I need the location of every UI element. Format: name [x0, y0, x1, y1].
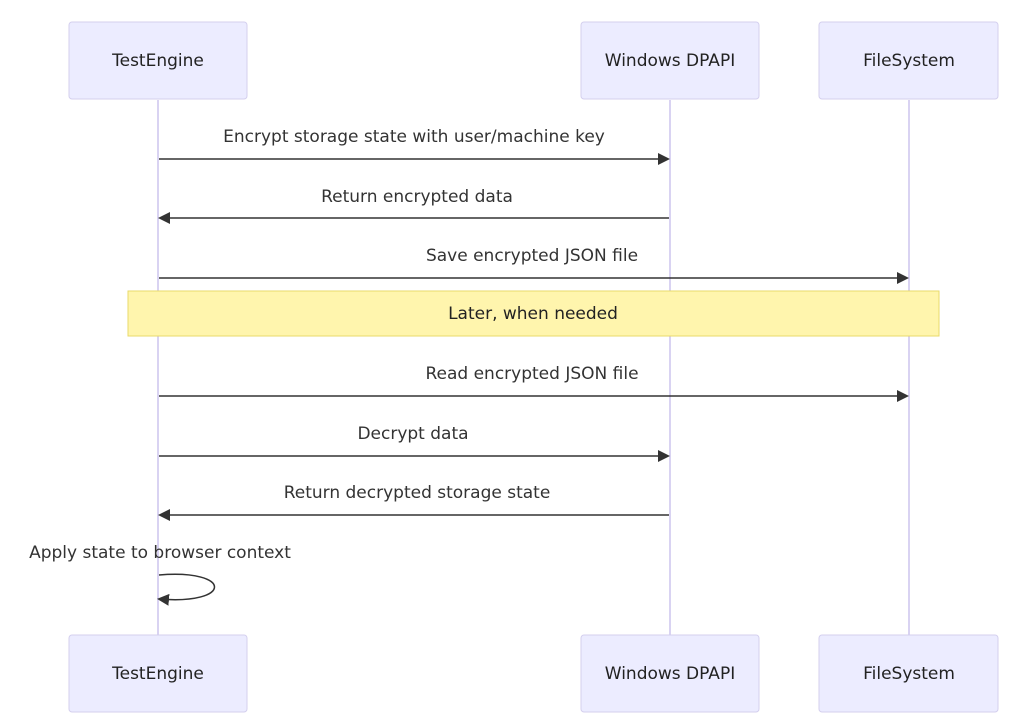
message-label: Read encrypted JSON file — [425, 364, 638, 384]
message-save-file: Save encrypted JSON file — [159, 246, 909, 284]
actor-filesystem-top[interactable]: FileSystem — [818, 21, 999, 100]
message-return-decrypted: Return decrypted storage state — [158, 483, 669, 521]
message-label: Save encrypted JSON file — [426, 246, 638, 266]
message-label: Return encrypted data — [321, 187, 513, 207]
message-label: Apply state to browser context — [29, 543, 291, 563]
actor-label: FileSystem — [863, 664, 955, 684]
note-later: Later, when needed — [127, 290, 940, 337]
note-label: Later, when needed — [448, 304, 618, 324]
actor-testengine-bottom[interactable]: TestEngine — [68, 634, 248, 713]
actor-dpapi-bottom[interactable]: Windows DPAPI — [580, 634, 760, 713]
actor-label: TestEngine — [111, 51, 204, 71]
message-label: Encrypt storage state with user/machine … — [223, 127, 605, 147]
actor-label: Windows DPAPI — [605, 51, 735, 71]
note-box — [127, 290, 940, 337]
actor-label: Windows DPAPI — [605, 664, 735, 684]
message-decrypt: Decrypt data — [159, 424, 670, 462]
message-label: Return decrypted storage state — [284, 483, 551, 503]
message-encrypt: Encrypt storage state with user/machine … — [159, 127, 670, 165]
message-apply-state: Apply state to browser context — [29, 543, 291, 606]
actor-filesystem-bottom[interactable]: FileSystem — [818, 634, 999, 713]
actor-testengine-top[interactable]: TestEngine — [68, 21, 248, 100]
message-label: Decrypt data — [357, 424, 468, 444]
actor-label: TestEngine — [111, 664, 204, 684]
actor-label: FileSystem — [863, 51, 955, 71]
actor-dpapi-top[interactable]: Windows DPAPI — [580, 21, 760, 100]
message-return-encrypted: Return encrypted data — [158, 187, 669, 224]
message-read-file: Read encrypted JSON file — [159, 364, 909, 402]
message-arrow — [157, 573, 216, 606]
